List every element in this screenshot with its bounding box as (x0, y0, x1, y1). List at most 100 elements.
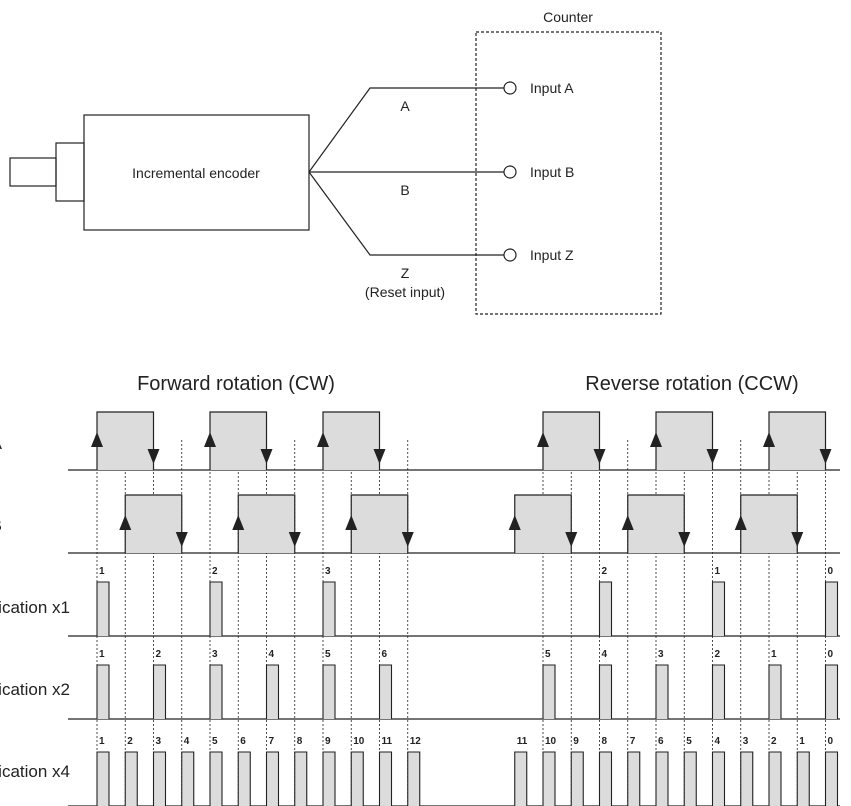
x2-count-pulse (769, 665, 781, 719)
x4-count-pulse (181, 752, 194, 806)
x4-count-pulse-outline (124, 751, 138, 806)
x4-count-pulse (125, 752, 138, 806)
x4-count-pulse (769, 752, 781, 806)
falling-edge-arrow (147, 449, 160, 464)
rising-edge-arrow (508, 515, 521, 530)
x4-count-pulse-outline (824, 751, 839, 806)
count-label: 8 (602, 736, 608, 747)
x2-count-pulse-outline (152, 664, 167, 719)
x1-count-pulse (599, 582, 612, 636)
x4-count-pulse (238, 752, 251, 806)
x4-count-pulse (351, 752, 364, 806)
x4-count-pulse-outline (407, 751, 421, 806)
count-label: 5 (686, 736, 692, 747)
signal-a-pulse-fill (769, 412, 826, 470)
count-label: 4 (184, 736, 190, 747)
count-label: 6 (382, 649, 388, 660)
row-label-a: A (0, 434, 3, 453)
count-label: 1 (99, 566, 105, 577)
x4-count-pulse (379, 752, 392, 806)
rising-edge-arrow (119, 515, 132, 530)
x2-count-pulse-outline (265, 664, 280, 719)
count-pulses (96, 581, 839, 806)
x4-count-pulse-outline (655, 751, 669, 806)
signal-a-pulse-fill (543, 412, 600, 470)
signal-b-pulse-fill (740, 495, 798, 553)
count-label: 5 (325, 649, 331, 660)
input-b-label: Input B (530, 164, 574, 180)
falling-edge-arrow (373, 449, 386, 464)
wire-z-label: Z (401, 265, 410, 281)
x4-count-pulse (656, 752, 668, 806)
count-label: 5 (212, 736, 218, 747)
count-label: 4 (715, 736, 721, 747)
input-b-terminal (503, 165, 517, 179)
count-label: 2 (127, 736, 133, 747)
x2-count-pulse (210, 665, 222, 719)
signal-a-pulse-fill (210, 412, 267, 470)
x4-count-pulse (153, 752, 166, 806)
x2-count-pulse (543, 665, 555, 719)
x1-count-pulse-outline (711, 581, 726, 636)
x4-count-pulse-outline (237, 751, 251, 806)
x4-count-pulse-outline (209, 751, 223, 806)
count-label: 4 (269, 649, 275, 660)
x4-count-pulse (97, 752, 109, 806)
x2-count-pulse-outline (598, 664, 613, 719)
waveforms (68, 411, 840, 806)
falling-edge-arrow (706, 449, 719, 464)
wire-z-sublabel: (Reset input) (365, 284, 445, 300)
x4-count-pulse (712, 752, 725, 806)
x4-count-pulse-outline (683, 751, 697, 806)
x4-count-pulse-outline (627, 751, 641, 806)
row-label-b: B (0, 516, 2, 535)
x2-count-pulse (97, 665, 109, 719)
row-label-x4: Multiplication x4 (0, 762, 70, 781)
count-label: 6 (658, 736, 664, 747)
rising-edge-arrow (91, 432, 103, 447)
count-label: 8 (297, 736, 303, 747)
falling-edge-arrow (175, 532, 188, 547)
x4-count-pulse-outline (152, 751, 167, 806)
x1-count-pulse-outline (322, 581, 336, 636)
input-z-terminal (503, 248, 517, 262)
count-label: 0 (828, 649, 834, 660)
x2-count-pulse-outline (655, 664, 669, 719)
falling-edge-arrow (819, 449, 832, 464)
count-label: 2 (212, 566, 218, 577)
x2-count-pulse (712, 665, 725, 719)
x4-count-pulse (266, 752, 279, 806)
rising-edge-arrow (650, 432, 662, 447)
count-label: 12 (410, 736, 422, 747)
count-label: 0 (828, 566, 834, 577)
wire-a-label: A (400, 98, 410, 114)
count-label: 6 (240, 736, 246, 747)
x4-count-pulse-outline (265, 751, 280, 806)
count-label: 0 (828, 736, 834, 747)
count-label: 2 (771, 736, 777, 747)
falling-edge-arrow (401, 532, 414, 547)
falling-edge-arrow (260, 449, 273, 464)
x2-count-pulse-outline (322, 664, 336, 719)
signal-b-pulse-fill (125, 495, 182, 553)
encoder-flange (55, 142, 85, 202)
counter-box (475, 31, 662, 315)
x2-count-pulse (599, 665, 612, 719)
x1-count-pulse-outline (598, 581, 613, 636)
encoder-label: Incremental encoder (132, 165, 260, 181)
rising-edge-arrow (317, 432, 329, 447)
x1-count-pulse (210, 582, 222, 636)
x1-count-pulse (323, 582, 335, 636)
signal-a-pulse-fill (656, 412, 713, 470)
x2-count-pulse-outline (542, 664, 556, 719)
x4-count-pulse-outline (711, 751, 726, 806)
x2-count-pulse-outline (209, 664, 223, 719)
x4-count-pulse (543, 752, 555, 806)
x2-count-pulse-outline (768, 664, 782, 719)
x4-count-pulse-outline (378, 751, 393, 806)
count-label: 7 (269, 736, 275, 747)
input-z-label: Input Z (530, 247, 574, 263)
x4-count-pulse (210, 752, 222, 806)
signal-b-pulse-fill (627, 495, 685, 553)
